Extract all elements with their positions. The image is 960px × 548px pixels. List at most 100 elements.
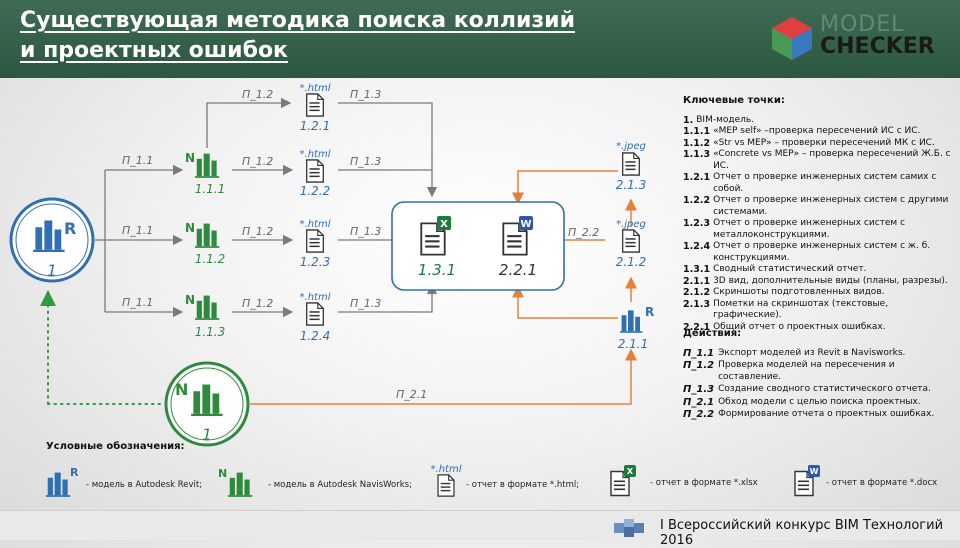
key-point-text: Скриншоты подготовленных видов. [713,287,885,297]
key-point-text: Сводный статистический отчет. [713,264,867,274]
key-point-code: 1.1.1 [683,126,711,137]
svg-text:N: N [185,221,195,235]
key-point-text: 3D вид, дополнительные виды (планы, разр… [713,275,948,286]
navis-model-bottom-node: N 1 [164,361,250,447]
key-point-code: 2.1.1 [683,275,711,287]
legend-navis: N - модель в Autodesk NavisWorks; [218,467,412,497]
key-point-text: «Concrete vs MEP» – проверка пересечений… [713,149,951,171]
legend-xlsx: X - отчет в формате *.xlsx [610,465,758,497]
action-code: П_1.2 [683,360,715,371]
model-checker-logo: MODEL CHECKER [768,12,948,64]
revit-node-211: R 2.1.1 [618,305,655,351]
svg-text:- модель в Autodesk NavisWorks: - модель в Autodesk NavisWorks; [268,480,412,490]
svg-text:R: R [645,305,654,319]
logo-text-checker: CHECKER [820,34,935,59]
html-report-123: *.html 1.2.3 [300,219,331,269]
key-point-text: «MEP self» –проверка пересечений ИС с ИС… [713,126,921,136]
footer-text: I Всероссийский конкурс BIM Технологий 2… [660,518,944,548]
key-point-code: 1.1.3 [683,149,711,160]
node-label-212: 2.1.2 [616,255,647,269]
navis-model-label: 1 [202,425,212,444]
action-code: П_2.2 [683,409,715,420]
edge-label-p12-2: П_1.2 [242,155,273,168]
revit-model-node: R 1 [9,197,95,283]
jpeg-doc-icon [621,229,641,253]
edge-label-p21: П_2.1 [396,388,427,401]
svg-text:*.html: *.html [300,219,331,230]
action-text: Проверка моделей на пересечения и состав… [718,360,895,382]
html-doc-icon [305,93,325,117]
word-report-icon: W [502,216,533,256]
svg-text:*.jpeg: *.jpeg [616,219,646,230]
svg-text:N: N [185,151,195,165]
action-code: П_1.3 [683,384,715,395]
legend-docx: W - отчет в формате *.docx [794,465,937,497]
svg-text:X: X [627,467,634,476]
key-point-code: 1. [683,114,694,126]
node-label-113: 1.1.3 [195,325,226,339]
edge-label-p22: П_2.2 [568,226,599,239]
legend-html-icon [437,474,455,497]
legend-html: *.html - отчет в формате *.html; [431,464,579,497]
key-point-code: 1.2.4 [683,241,711,252]
key-point-text: Отчет о проверке инженерных систем с мет… [713,218,906,240]
svg-text:N: N [185,293,195,307]
revit-model-label: 1 [47,261,57,280]
key-point-item: 1.1.3«Concrete vs MEP» – проверка пересе… [683,149,953,172]
node-label-121: 1.2.1 [300,119,331,133]
node-label-122: 1.2.2 [300,184,331,198]
key-point-text: «Str vs MEP» – проверки пересечений МК с… [713,137,935,148]
title-line-1: Существующая методика поиска коллизий [20,8,576,33]
edge-label-p13-4: П_1.3 [350,297,381,310]
navis-node-112: N 1.1.2 [185,221,225,266]
node-label-124: 1.2.4 [300,329,331,343]
node-label-112: 1.1.2 [195,252,226,266]
svg-text:*.html: *.html [300,149,331,160]
svg-text:*.html: *.html [300,292,331,303]
node-label-111: 1.1.1 [195,182,226,196]
action-text: Создание сводного статистического отчета… [718,384,931,394]
jpeg-report-213: *.jpeg 2.1.3 [616,141,647,192]
edge-label-p11-top: П_1.1 [122,154,153,167]
action-code: П_2.1 [683,396,715,408]
key-point-text: Отчет о проверке инженерных систем самих… [713,172,937,194]
node-label-213: 2.1.3 [616,178,647,192]
actions-heading: Действия: [683,328,742,339]
navis-node-113: N 1.1.3 [185,293,225,339]
svg-text:- отчет в формате *.docx: - отчет в формате *.docx [826,478,937,488]
key-point-item: 1.BIM-модель. [683,115,953,127]
header-banner: Существующая методика поиска коллизий и … [0,0,960,78]
cubes-logo-icon [614,519,644,537]
legend-revit-icon [46,472,71,497]
edge-label-p11-bot: П_1.1 [122,296,153,309]
jpeg-doc-icon [621,152,641,176]
page-title: Существующая методика поиска коллизий и … [20,6,720,66]
html-report-122: *.html 1.2.2 [300,149,331,198]
svg-text:N: N [218,467,227,480]
key-point-text: Отчет о проверке инженерных систем с ж. … [713,241,931,263]
navis-letter: N [175,380,188,399]
navis-node-111: N 1.1.1 [185,151,225,196]
svg-text:*.html: *.html [431,464,462,475]
html-report-124: *.html 1.2.4 [300,292,331,343]
svg-text:X: X [440,219,448,230]
action-text: Обход модели с целью поиска проектных. [718,396,921,407]
key-point-text: Отчет о проверке инженерных систем с дру… [713,195,949,217]
svg-text:*.html: *.html [300,83,331,94]
html-doc-icon [305,229,325,253]
key-point-code: 1.3.1 [683,264,711,275]
key-point-code: 2.1.3 [683,298,711,310]
orange-connections [250,170,637,405]
